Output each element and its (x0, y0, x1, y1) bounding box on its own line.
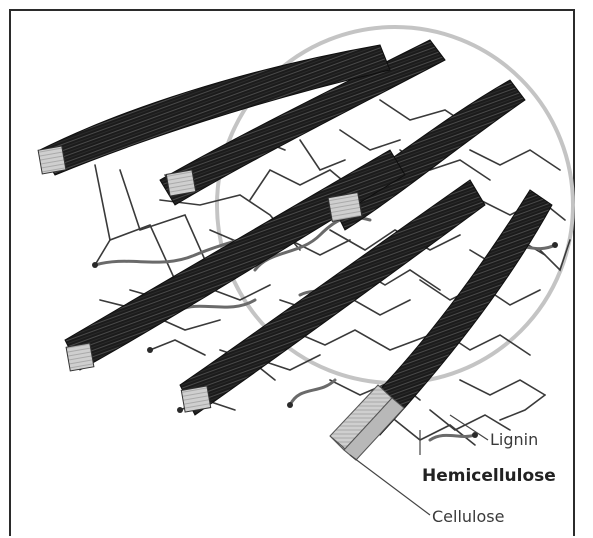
label-lignin: Lignin (490, 430, 538, 449)
label-hemicellulose: Hemicellulose (422, 466, 556, 486)
lignin-strands (95, 217, 555, 440)
label-cellulose: Cellulose (432, 507, 504, 526)
fiber-4 (65, 150, 405, 370)
